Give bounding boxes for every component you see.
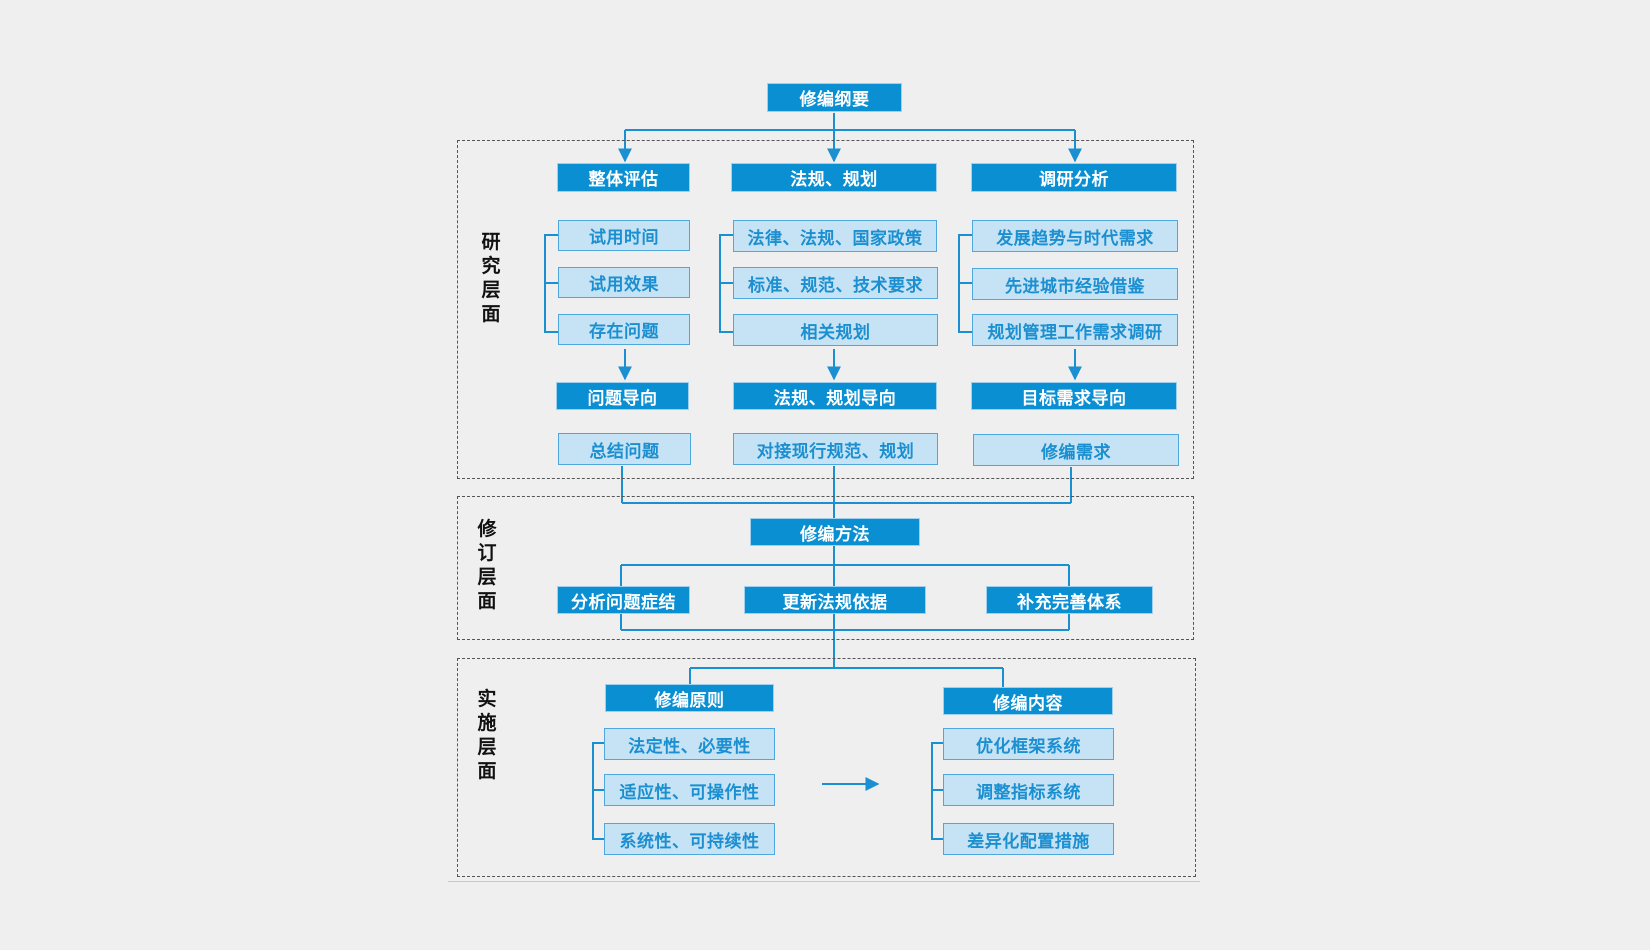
overall-item: 存在问题 bbox=[558, 314, 690, 345]
principle-title: 修编原则 bbox=[605, 684, 774, 712]
overall-item: 试用时间 bbox=[558, 220, 690, 251]
layer-label-research: 研究层面 bbox=[481, 231, 501, 325]
layer-label-revision: 修订层面 bbox=[477, 518, 497, 612]
content-item: 优化框架系统 bbox=[943, 728, 1114, 760]
revision-item: 补充完善体系 bbox=[986, 586, 1153, 614]
content-title: 修编内容 bbox=[943, 687, 1113, 715]
overall-title: 整体评估 bbox=[557, 163, 690, 192]
regulation-result: 对接现行规范、规划 bbox=[733, 433, 938, 465]
regulation-item: 标准、规范、技术要求 bbox=[733, 267, 938, 299]
root-node: 修编纲要 bbox=[767, 83, 902, 112]
content-item: 调整指标系统 bbox=[943, 774, 1114, 806]
regulation-guide: 法规、规划导向 bbox=[733, 382, 937, 410]
survey-result: 修编需求 bbox=[973, 434, 1179, 466]
revision-layer-frame bbox=[457, 496, 1194, 640]
regulation-item: 相关规划 bbox=[733, 314, 938, 346]
regulation-item: 法律、法规、国家政策 bbox=[733, 220, 937, 252]
principle-item: 法定性、必要性 bbox=[604, 728, 775, 760]
revision-item: 更新法规依据 bbox=[744, 586, 926, 614]
survey-item: 规划管理工作需求调研 bbox=[972, 314, 1178, 346]
survey-title: 调研分析 bbox=[971, 163, 1177, 192]
overall-guide: 问题导向 bbox=[556, 382, 689, 410]
overall-result: 总结问题 bbox=[558, 433, 691, 465]
principle-item: 适应性、可操作性 bbox=[604, 774, 775, 806]
overall-item: 试用效果 bbox=[558, 267, 690, 298]
revision-item: 分析问题症结 bbox=[557, 586, 690, 614]
survey-item: 发展趋势与时代需求 bbox=[972, 220, 1178, 252]
content-item: 差异化配置措施 bbox=[943, 823, 1114, 855]
survey-guide: 目标需求导向 bbox=[971, 382, 1177, 410]
bottom-rule bbox=[448, 881, 1200, 882]
layer-label-implementation: 实施层面 bbox=[477, 688, 497, 782]
survey-item: 先进城市经验借鉴 bbox=[972, 268, 1178, 300]
principle-item: 系统性、可持续性 bbox=[604, 823, 775, 855]
research-layer-frame bbox=[457, 140, 1194, 479]
implementation-layer-frame bbox=[457, 658, 1196, 877]
method-node: 修编方法 bbox=[750, 518, 920, 546]
regulation-title: 法规、规划 bbox=[731, 163, 937, 192]
